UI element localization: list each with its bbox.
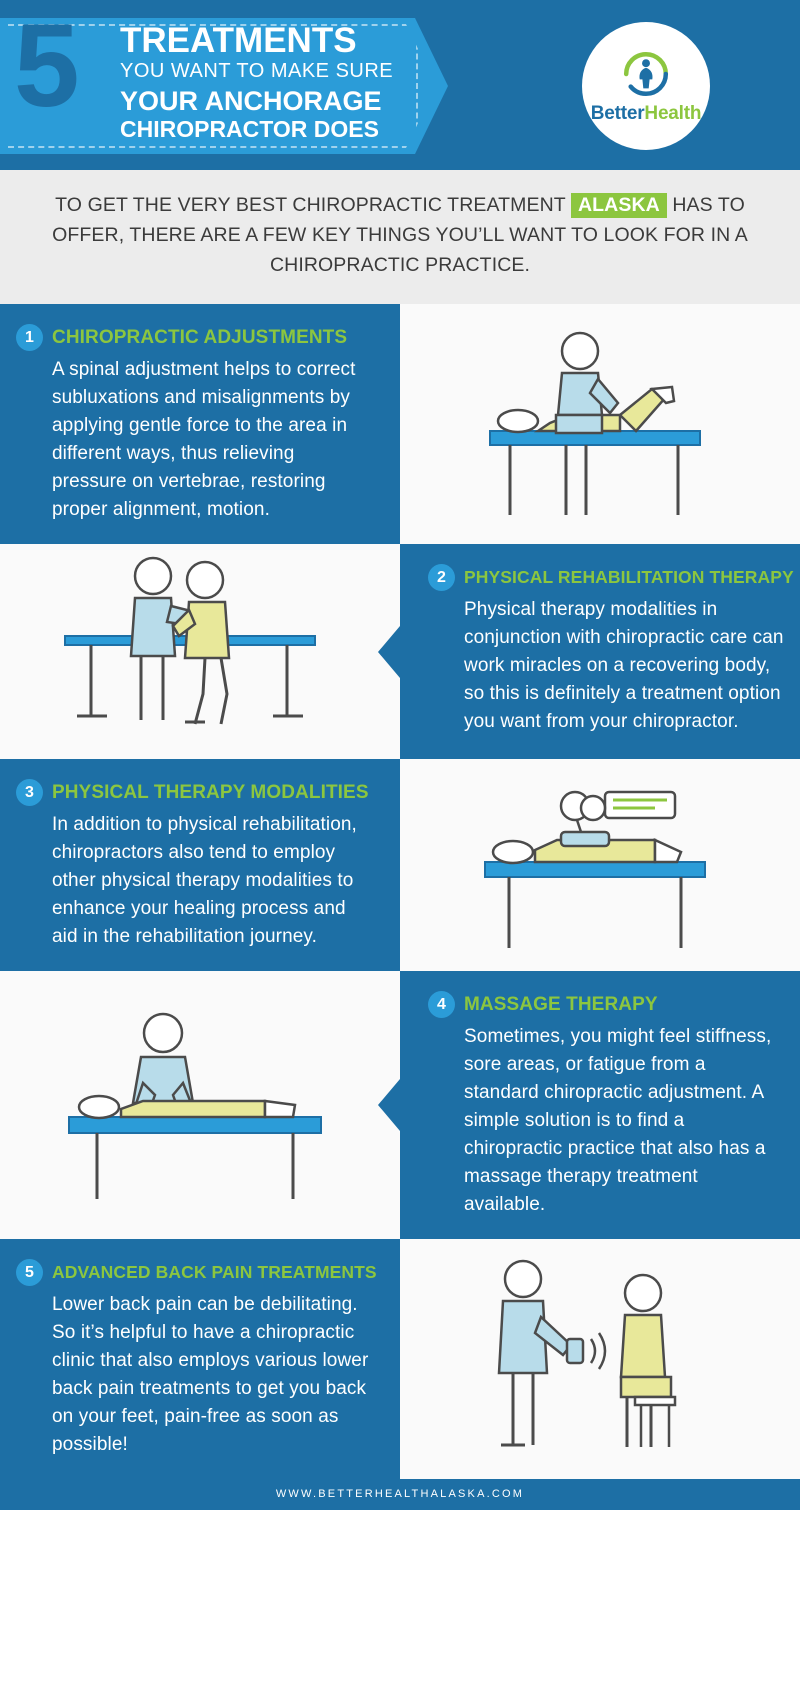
item-row-4: 4 MASSAGE THERAPY Sometimes, you might f… bbox=[0, 971, 800, 1239]
intro-highlight-alaska: ALASKA bbox=[570, 193, 667, 218]
header-headline-group: TREATMENTS YOU WANT TO MAKE SURE YOUR AN… bbox=[120, 21, 394, 143]
intro-text-after: HAS TO OFFER, THERE ARE A FEW KEY THINGS… bbox=[52, 194, 748, 276]
logo-person-icon bbox=[623, 51, 669, 97]
logo-text-better: Better bbox=[590, 103, 645, 124]
header-line-1: TREATMENTS bbox=[120, 21, 357, 60]
item-1-illustration bbox=[400, 304, 800, 544]
item-2-title-line: 2 PHYSICAL REHABILITATION THERAPY bbox=[428, 564, 794, 591]
item-1-title: CHIROPRACTIC ADJUSTMENTS bbox=[52, 326, 348, 348]
logo: BetterHealth bbox=[582, 22, 710, 150]
item-2-illustration bbox=[0, 544, 400, 759]
item-1-title-line: 1 CHIROPRACTIC ADJUSTMENTS bbox=[16, 324, 372, 351]
item-1-body: A spinal adjustment helps to correct sub… bbox=[52, 359, 356, 520]
logo-text-health: Health bbox=[644, 103, 702, 124]
item-4-text-panel: 4 MASSAGE THERAPY Sometimes, you might f… bbox=[378, 971, 800, 1239]
item-2-body: Physical therapy modalities in conjuncti… bbox=[464, 599, 784, 732]
item-1-number-badge: 1 bbox=[16, 324, 43, 351]
item-3-body: In addition to physical rehabilitation, … bbox=[52, 814, 357, 947]
item-4-title-line: 4 MASSAGE THERAPY bbox=[428, 991, 784, 1018]
item-row-5: 5 ADVANCED BACK PAIN TREATMENTS Lower ba… bbox=[0, 1239, 800, 1479]
header-line-2: YOU WANT TO MAKE SURE bbox=[120, 60, 394, 82]
item-3-number-badge: 3 bbox=[16, 779, 43, 806]
header-line-4: CHIROPRACTOR DOES bbox=[120, 116, 379, 142]
item-5-number-badge: 5 bbox=[16, 1259, 43, 1286]
item-5-illustration bbox=[400, 1239, 800, 1479]
footer-url[interactable]: WWW.BETTERHEALTHALASKA.COM bbox=[0, 1479, 800, 1510]
item-2-text-panel: 2 PHYSICAL REHABILITATION THERAPY Physic… bbox=[378, 544, 800, 759]
item-5-body: Lower back pain can be debilitating. So … bbox=[52, 1294, 369, 1455]
item-3-title-line: 3 PHYSICAL THERAPY MODALITIES bbox=[16, 779, 372, 806]
intro-paragraph: TO GET THE VERY BEST CHIROPRACTIC TREATM… bbox=[0, 170, 800, 304]
header-banner-dashed-border bbox=[8, 24, 418, 148]
logo-text: BetterHealth bbox=[591, 103, 702, 125]
item-5-title: ADVANCED BACK PAIN TREATMENTS bbox=[52, 1262, 377, 1282]
header-line-3: YOUR ANCHORAGE bbox=[120, 86, 382, 116]
item-5-text-panel: 5 ADVANCED BACK PAIN TREATMENTS Lower ba… bbox=[0, 1239, 422, 1479]
item-5-title-line: 5 ADVANCED BACK PAIN TREATMENTS bbox=[16, 1259, 377, 1286]
header-big-number: 5 bbox=[14, 0, 80, 132]
item-4-illustration bbox=[0, 971, 400, 1239]
item-4-title: MASSAGE THERAPY bbox=[464, 993, 658, 1015]
item-3-title: PHYSICAL THERAPY MODALITIES bbox=[52, 781, 369, 803]
item-4-arrow bbox=[378, 1079, 400, 1131]
item-3-illustration bbox=[400, 759, 800, 971]
item-1-text-panel: 1 CHIROPRACTIC ADJUSTMENTS A spinal adju… bbox=[0, 304, 422, 544]
header: 5 TREATMENTS YOU WANT TO MAKE SURE YOUR … bbox=[0, 0, 800, 170]
item-4-number-badge: 4 bbox=[428, 991, 455, 1018]
item-3-text-panel: 3 PHYSICAL THERAPY MODALITIES In additio… bbox=[0, 759, 422, 971]
item-2-title: PHYSICAL REHABILITATION THERAPY bbox=[464, 567, 794, 587]
item-row-3: 3 PHYSICAL THERAPY MODALITIES In additio… bbox=[0, 759, 800, 971]
item-4-body: Sometimes, you might feel stiffness, sor… bbox=[464, 1026, 772, 1215]
item-2-number-badge: 2 bbox=[428, 564, 455, 591]
item-2-arrow bbox=[378, 625, 400, 678]
intro-text-before: TO GET THE VERY BEST CHIROPRACTIC TREATM… bbox=[55, 194, 566, 216]
item-row-1: 1 CHIROPRACTIC ADJUSTMENTS A spinal adju… bbox=[0, 304, 800, 544]
item-row-2: 2 PHYSICAL REHABILITATION THERAPY Physic… bbox=[0, 544, 800, 759]
header-banner bbox=[0, 18, 448, 154]
